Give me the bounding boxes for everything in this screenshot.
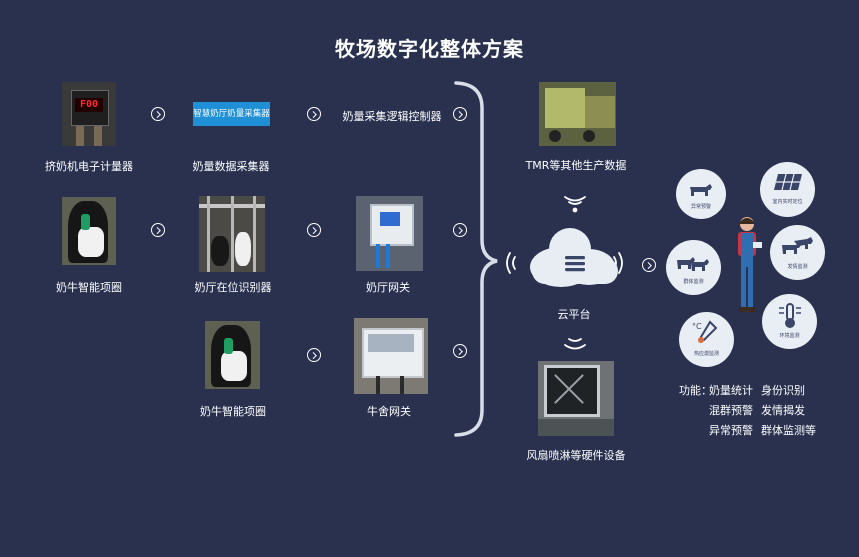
module-heat-stress-label: 热应激监测 <box>693 351 719 357</box>
wifi-signal-bottom-icon <box>564 338 586 350</box>
milk-meter-label: 挤奶机电子计量器 <box>45 160 133 173</box>
module-indoor-location: 室内实时定位 <box>760 162 815 217</box>
farmer-figure-icon <box>738 217 762 312</box>
module-environment: 环境监测 <box>762 294 817 349</box>
meter-display: F00 <box>75 98 103 112</box>
environment-thermometer-icon <box>779 303 801 328</box>
cloud-label: 云平台 <box>557 308 591 321</box>
arrow-right-icon <box>307 348 321 362</box>
module-abnormal-alert: 异常预警 <box>676 169 726 219</box>
function-estrus-detect: 发情揭发 <box>761 404 805 417</box>
thermometer-icon: °C <box>692 320 718 343</box>
collector-banner: 智慧奶厅奶量采集器 <box>193 102 270 126</box>
function-mixed-group-alert: 混群预警 <box>709 404 753 417</box>
module-heat-stress: °C 热应激监测 <box>679 312 734 367</box>
module-group-monitor-label: 群体监测 <box>683 279 704 285</box>
cow-collar-photo <box>62 197 116 265</box>
arrow-right-icon <box>151 107 165 121</box>
function-milk-stats: 奶量统计 <box>709 384 753 397</box>
fan-photo <box>538 361 614 436</box>
cow-collar-photo-2 <box>205 321 260 389</box>
arrow-right-icon <box>307 223 321 237</box>
parlor-gateway-label: 奶厅网关 <box>366 281 410 294</box>
function-identity: 身份识别 <box>761 384 805 397</box>
module-abnormal-alert-label: 异常预警 <box>690 204 711 210</box>
barn-gateway-photo <box>354 318 428 394</box>
collar-label-2: 奶牛智能项圈 <box>200 405 266 418</box>
arrow-right-icon <box>453 344 467 358</box>
cattle-pair-icon <box>782 237 813 254</box>
solar-panel-icon <box>774 173 802 191</box>
fan-label: 风扇喷淋等硬件设备 <box>526 449 626 462</box>
barn-gateway-label: 牛舍网关 <box>367 405 411 418</box>
module-group-monitor: 群体监测 <box>666 240 721 295</box>
cow-icon <box>690 184 712 196</box>
tmr-photo <box>539 82 616 146</box>
function-group-monitor: 群体监测等 <box>761 424 816 437</box>
functions-label: 功能： <box>679 384 712 397</box>
arrow-right-icon <box>151 223 165 237</box>
tmr-label: TMR等其他生产数据 <box>525 159 627 172</box>
collector-label: 奶量数据采集器 <box>192 160 270 173</box>
function-abnormal-alert: 异常预警 <box>709 424 753 437</box>
module-estrus-monitor: 发情监测 <box>770 225 825 280</box>
wifi-signal-left-icon <box>506 252 516 274</box>
module-indoor-location-label: 室内实时定位 <box>772 199 803 205</box>
cloud-icon <box>530 228 618 287</box>
arrow-right-icon <box>453 223 467 237</box>
parlor-identifier-label: 奶厅在位识别器 <box>194 281 272 294</box>
svg-text:°C: °C <box>692 322 702 331</box>
cattle-group-icon <box>677 257 709 271</box>
milk-meter-photo: F00 <box>62 82 116 146</box>
wifi-signal-top-icon <box>564 196 586 213</box>
arrow-right-icon <box>453 107 467 121</box>
page-title: 牧场数字化整体方案 <box>335 37 524 61</box>
controller-label: 奶量采集逻辑控制器 <box>342 110 442 123</box>
parlor-gateway-photo <box>356 196 423 271</box>
module-environment-label: 环境监测 <box>779 333 800 339</box>
module-estrus-monitor-label: 发情监测 <box>787 264 808 270</box>
arrow-right-icon <box>642 258 656 272</box>
collar-label-1: 奶牛智能项圈 <box>56 281 122 294</box>
collector-banner-text: 智慧奶厅奶量采集器 <box>193 109 270 119</box>
arrow-right-icon <box>307 107 321 121</box>
parlor-identifier-photo <box>199 196 265 272</box>
